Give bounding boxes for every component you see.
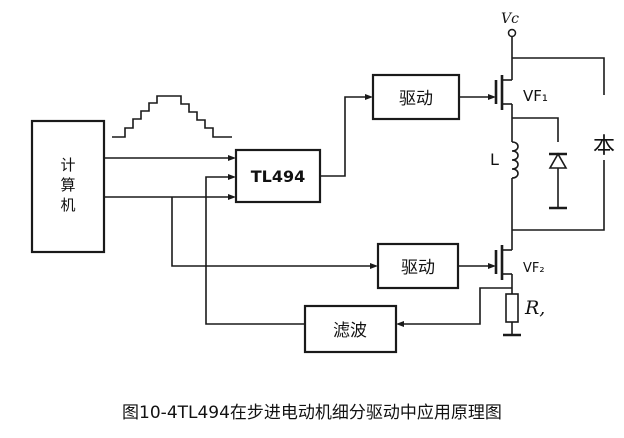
inductor-coil: [511, 141, 519, 179]
diode-symbol: [548, 152, 568, 169]
wire-top-rail: [512, 57, 605, 95]
motor-label: 本: [593, 134, 615, 159]
arrow-tl494-in2: [228, 174, 236, 180]
resistor-body: [505, 293, 519, 323]
vc-label: Vc: [501, 11, 519, 27]
arrow-filter-in: [396, 321, 404, 327]
arrow-tl494-in3: [228, 194, 236, 200]
arrow-vf1-gate: [488, 94, 496, 100]
arrow-driver-top-in: [365, 94, 373, 100]
wire-tl494-to-driver-top: [320, 96, 365, 177]
tl494-label: TL494: [251, 167, 306, 186]
computer-label-2: 算: [60, 176, 75, 194]
filter-box: [303, 304, 398, 354]
driver-bottom-label: 驱动: [401, 258, 435, 278]
arrow-driver-bottom-in: [370, 263, 378, 269]
resistor-label: R,: [524, 297, 545, 319]
arrow-tl494-in1: [228, 155, 236, 161]
vc-terminal: [507, 28, 517, 38]
inductor-label: L: [490, 150, 499, 169]
computer-label-1: 计: [60, 156, 75, 174]
driver-top-box: [371, 73, 461, 121]
driver-top-label: 驱动: [399, 89, 433, 109]
filter-label: 滤波: [333, 321, 367, 341]
staircase-waveform: [112, 95, 232, 138]
wire-mid-right: [512, 117, 559, 142]
vf2-label: VF₂: [523, 261, 545, 276]
computer-box: [30, 119, 106, 254]
wire-filter-to-tl494: [205, 176, 305, 325]
computer-label-3: 机: [60, 196, 75, 214]
wire-to-driver-bottom: [171, 197, 370, 267]
vf1-label: VF₁: [523, 87, 548, 105]
arrow-vf2-gate: [488, 263, 496, 269]
wire-sense-to-filter: [404, 287, 512, 325]
figure-caption: 图10-4TL494在步进电动机细分驱动中应用原理图: [122, 403, 502, 423]
wire-mid-to-motor: [512, 160, 605, 231]
tl494-box: [234, 148, 322, 204]
